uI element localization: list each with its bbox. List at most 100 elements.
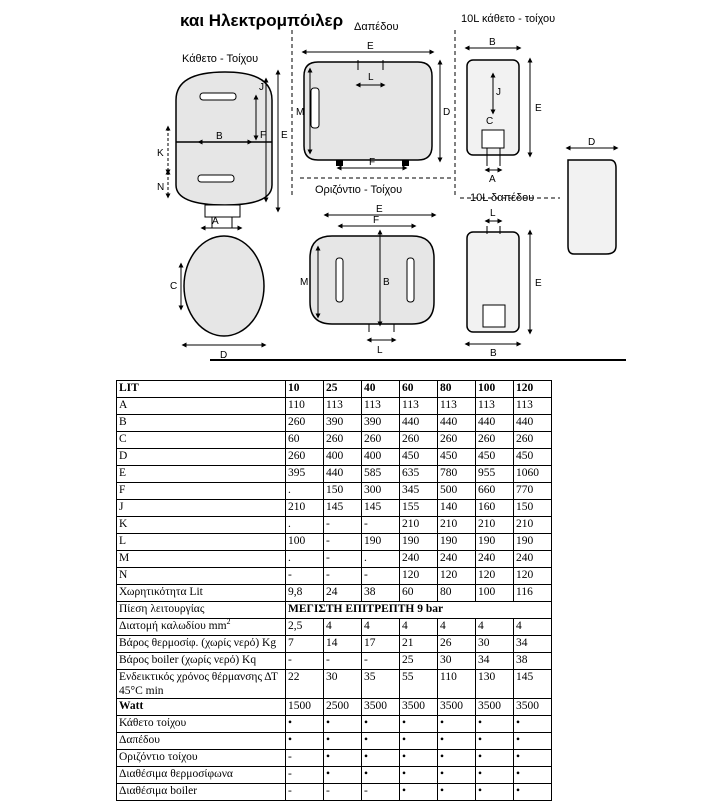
- label-horizontal-wall: Οριζόντιο - Τοίχου: [315, 184, 402, 196]
- table-cell: -: [361, 516, 400, 534]
- table-cell: -: [361, 652, 400, 670]
- dim-b-small-vertical: B: [489, 37, 496, 48]
- row-label: Βάρος θερμοσίφ. (χωρίς νερό) Kg: [116, 635, 286, 653]
- table-cell: 55: [399, 669, 438, 699]
- dim-b-vertical: B: [216, 131, 223, 142]
- dim-j-small-vertical: J: [496, 87, 501, 98]
- dim-e-vertical: E: [281, 130, 288, 141]
- table-cell: 9,8: [285, 584, 324, 602]
- row-label: J: [116, 499, 286, 517]
- table-cell: 260: [323, 431, 362, 449]
- table-cell: .: [285, 550, 324, 568]
- row-label: M: [116, 550, 286, 568]
- pressure-value: ΜΕΓΙΣΤΗ ΕΠΙΤΡΕΠΤΗ 9 bar: [285, 601, 552, 619]
- label-small-vertical-wall: 10L κάθετο - τοίχου: [461, 13, 555, 25]
- table-cell: 145: [513, 669, 552, 699]
- side-view: D: [565, 137, 619, 255]
- dim-e-floor: E: [367, 41, 374, 52]
- table-cell: •: [399, 732, 438, 750]
- table-cell: 113: [399, 397, 438, 415]
- table-cell: 113: [437, 397, 476, 415]
- table-cell: 113: [513, 397, 552, 415]
- dim-c-top: C: [170, 281, 177, 292]
- table-cell: 120: [437, 567, 476, 585]
- row-label: Χωρητικότητα Lit: [116, 584, 286, 602]
- table-cell: 60: [399, 584, 438, 602]
- table-cell: •: [323, 766, 362, 784]
- table-cell: 30: [323, 669, 362, 699]
- drawing-title: και Ηλεκτρομπόιλερ: [180, 11, 343, 30]
- table-cell: 210: [475, 516, 514, 534]
- row-label: B: [116, 414, 286, 432]
- table-cell: 190: [475, 533, 514, 551]
- table-cell: 3500: [513, 698, 552, 716]
- dim-e-small-floor: E: [535, 278, 542, 289]
- row-label: Διαθέσιμα boiler: [116, 783, 286, 801]
- table-cell: 395: [285, 465, 324, 483]
- dim-m-floor: M: [296, 107, 304, 118]
- table-cell: 113: [323, 397, 362, 415]
- table-cell: 500: [437, 482, 476, 500]
- table-cell: •: [513, 766, 552, 784]
- table-cell: 100: [475, 584, 514, 602]
- heat-time-line2: 45°C min: [119, 685, 164, 697]
- dim-b-horizontal: B: [383, 277, 390, 288]
- table-cell: •: [475, 766, 514, 784]
- dim-m-horizontal: M: [300, 277, 308, 288]
- table-cell: 400: [323, 448, 362, 466]
- table-cell: 30: [437, 652, 476, 670]
- table-cell: 100: [285, 533, 324, 551]
- table-cell: 260: [285, 448, 324, 466]
- table-cell: 390: [361, 414, 400, 432]
- table-cell: 240: [399, 550, 438, 568]
- row-label: N: [116, 567, 286, 585]
- table-cell: 635: [399, 465, 438, 483]
- table-cell: -: [323, 550, 362, 568]
- header-col: 80: [437, 380, 476, 398]
- table-cell: -: [323, 652, 362, 670]
- table-row: Δαπέδου•••••••: [116, 732, 552, 750]
- table-cell: 110: [285, 397, 324, 415]
- table-cell: -: [323, 516, 362, 534]
- table-cell: 4: [513, 618, 552, 636]
- table-cell: 585: [361, 465, 400, 483]
- small-vertical-dimensions: [464, 45, 533, 173]
- table-cell: 450: [437, 448, 476, 466]
- dim-a-small-vertical: A: [489, 174, 496, 185]
- row-label: Πίεση λειτουργίας: [116, 601, 286, 619]
- table-cell: 955: [475, 465, 514, 483]
- table-cell: •: [361, 732, 400, 750]
- table-cell: 3500: [361, 698, 400, 716]
- table-cell: 260: [399, 431, 438, 449]
- floor-dimensions: [301, 49, 443, 171]
- row-label: F: [116, 482, 286, 500]
- table-cell: 150: [513, 499, 552, 517]
- table-cell: •: [513, 783, 552, 801]
- row-label: Δαπέδου: [116, 732, 286, 750]
- table-cell: •: [361, 749, 400, 767]
- table-cell: 24: [323, 584, 362, 602]
- row-label: Διατομή καλωδίου mm2: [116, 618, 286, 636]
- table-row: Διαθέσιμα boiler---••••: [116, 783, 552, 801]
- row-label: Κάθετο τοίχου: [116, 715, 286, 733]
- row-label: Οριζόντιο τοίχου: [116, 749, 286, 767]
- label-vertical-wall: Κάθετο - Τοίχου: [182, 53, 258, 65]
- dim-d-side: D: [588, 137, 595, 148]
- header-col: 100: [475, 380, 514, 398]
- floor-heater: [303, 60, 433, 166]
- table-cell: 440: [323, 465, 362, 483]
- header-col: 10: [285, 380, 324, 398]
- row-label: D: [116, 448, 286, 466]
- cable-label-text: Διατομή καλωδίου mm: [119, 620, 227, 632]
- table-cell: 17: [361, 635, 400, 653]
- table-cell: •: [399, 766, 438, 784]
- row-label: C: [116, 431, 286, 449]
- table-cell: -: [361, 567, 400, 585]
